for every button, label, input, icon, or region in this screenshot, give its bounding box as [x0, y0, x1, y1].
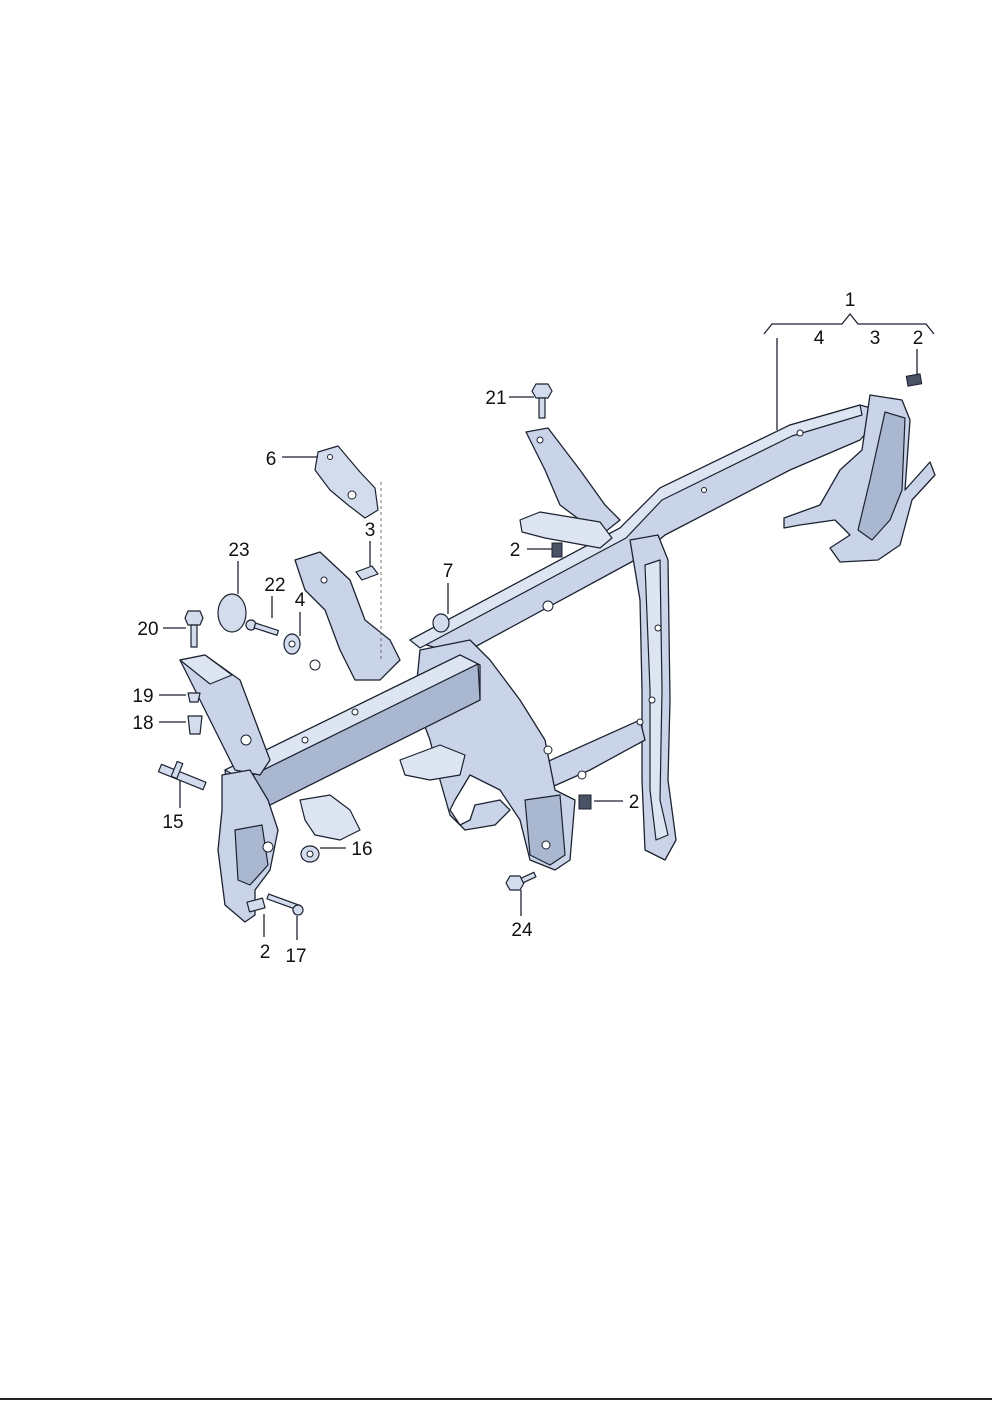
callout-2-bottom: 2 [260, 942, 271, 963]
mounting-holes [240, 429, 804, 853]
callout-18: 18 [132, 713, 153, 734]
callout-4: 4 [295, 590, 306, 611]
bottom-rule [0, 1398, 992, 1400]
steering-support-arm [525, 427, 621, 533]
pin-18 [187, 715, 203, 735]
speed-nut-2-top [905, 373, 923, 387]
callout-19: 19 [132, 686, 153, 707]
callout-7: 7 [443, 561, 454, 582]
callout-2-top: 2 [913, 328, 924, 349]
callout-labels: 1 4 3 2 21 6 3 2 7 23 22 4 20 19 18 15 1… [132, 290, 923, 967]
center-tunnel-brace-face [644, 559, 669, 841]
callout-21: 21 [485, 388, 506, 409]
cover-cap-23 [217, 593, 247, 633]
callout-24: 24 [511, 920, 533, 941]
callout-3: 3 [365, 520, 376, 541]
bolt-24 [505, 871, 537, 891]
callout-2-right: 2 [629, 792, 640, 813]
callout-3-top: 3 [870, 328, 881, 349]
nut-4 [283, 633, 301, 655]
bolt-21 [531, 383, 553, 419]
speed-nut-2-bottom [246, 897, 266, 913]
speed-nut-2-right [578, 794, 592, 810]
grommet-7 [432, 613, 450, 633]
speed-nut-2-mid [551, 542, 563, 558]
upper-left-mount-plate [294, 551, 401, 681]
bolt-20 [184, 610, 204, 648]
callout-23: 23 [228, 540, 249, 561]
left-knee-bracket-top [179, 654, 233, 685]
mid-bracket [399, 744, 466, 781]
steering-support-lower-arm [519, 511, 613, 549]
crossmember-frame [179, 394, 936, 923]
right-end-bracket-face [857, 411, 906, 541]
bolt-22 [245, 619, 280, 636]
callout-1: 1 [845, 290, 856, 311]
callout-15: 15 [162, 812, 183, 833]
callout-16: 16 [351, 839, 372, 860]
callout-22: 22 [264, 575, 285, 596]
bracket-6 [314, 445, 379, 519]
callout-20: 20 [137, 619, 158, 640]
nut-16 [300, 845, 320, 863]
center-mount-face [524, 794, 566, 866]
callout-17: 17 [285, 946, 306, 967]
crossmember-tube-top-face [409, 404, 863, 649]
clip-19 [187, 692, 201, 703]
leader-lines [159, 312, 935, 940]
clip-3 [355, 565, 379, 581]
callout-4-top: 4 [814, 328, 825, 349]
lower-center-bracket [299, 794, 361, 841]
stud-15 [157, 760, 207, 791]
left-end-mount-face [234, 824, 269, 886]
lower-strut [539, 719, 646, 791]
callout-2-mid: 2 [510, 540, 521, 561]
callout-6: 6 [266, 449, 277, 470]
bolt-17 [266, 893, 304, 916]
